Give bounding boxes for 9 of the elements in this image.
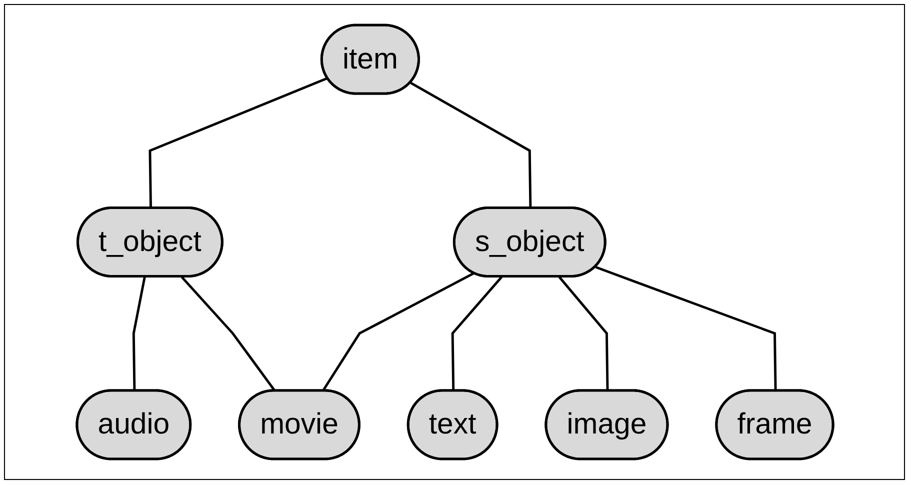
connector <box>450 276 502 392</box>
connector <box>594 266 776 392</box>
connector <box>132 276 146 392</box>
connector <box>558 276 608 392</box>
connector <box>148 77 328 209</box>
diagram-frame: item t_object s_object audio movie text image frame <box>4 4 905 480</box>
connector <box>410 82 532 209</box>
connector <box>321 272 474 392</box>
connector <box>180 276 276 392</box>
